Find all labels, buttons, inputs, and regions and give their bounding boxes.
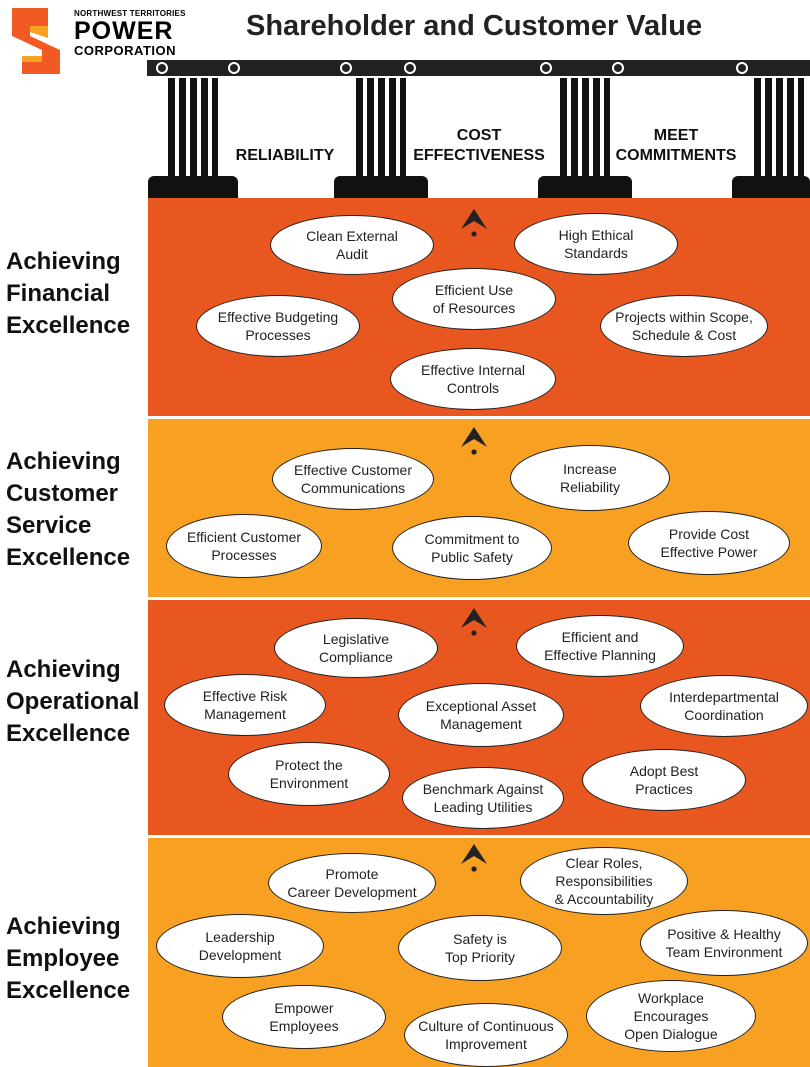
goal-projects-within-scope: Projects within Scope, Schedule & Cost: [600, 295, 768, 357]
page-title: Shareholder and Customer Value: [246, 10, 703, 42]
goal-culture-continuous-improvement: Culture of Continuous Improvement: [404, 1003, 568, 1067]
pillar-label-reliability: RELIABILITY: [235, 147, 335, 164]
goal-efficient-customer-processes: Efficient Customer Processes: [166, 514, 322, 578]
scroll-ornament: [340, 62, 352, 74]
row-label-customer-service: Achieving Customer Service Excellence: [6, 448, 131, 571]
scroll-ornament: [156, 62, 168, 74]
row-label-employee: Achieving Employee Excellence: [6, 913, 131, 1004]
goal-safety-top-priority: Safety is Top Priority: [398, 915, 562, 981]
goal-effective-risk-management: Effective Risk Management: [164, 674, 326, 736]
goal-effective-customer-communications: Effective Customer Communications: [272, 448, 434, 510]
pillar-column: [168, 78, 218, 178]
scroll-ornament: [612, 62, 624, 74]
pillar-column: [754, 78, 804, 178]
goal-protect-environment: Protect the Environment: [228, 742, 390, 806]
goal-effective-internal-controls: Effective Internal Controls: [390, 348, 556, 410]
goal-benchmark-leading-utilities: Benchmark Against Leading Utilities: [402, 767, 564, 829]
logo-mark-icon: [12, 8, 60, 74]
pillar-label-meet-commitments: MEET COMMITMENTS: [615, 127, 737, 164]
up-arrow-icon: [461, 209, 487, 237]
logo-line-3: CORPORATION: [74, 43, 177, 58]
goal-clean-external-audit: Clean External Audit: [270, 215, 434, 275]
goal-adopt-best-practices: Adopt Best Practices: [582, 749, 746, 811]
goal-provide-cost-effective-power: Provide Cost Effective Power: [628, 511, 790, 575]
scroll-ornament: [404, 62, 416, 74]
pillar-column: [356, 78, 406, 178]
goal-empower-employees: Empower Employees: [222, 985, 386, 1049]
goal-high-ethical-standards: High Ethical Standards: [514, 213, 678, 275]
goal-efficient-use-of-resources: Efficient Use of Resources: [392, 268, 556, 330]
pillar-base: [334, 176, 428, 198]
scroll-ornament: [540, 62, 552, 74]
goal-clear-roles: Clear Roles, Responsibilities & Accounta…: [520, 847, 688, 915]
pillar-label-cost-effectiveness: COST EFFECTIVENESS: [413, 127, 545, 164]
up-arrow-icon: [461, 844, 487, 872]
goal-leadership-development: Leadership Development: [156, 914, 324, 978]
logo-line-1: NORTHWEST TERRITORIES: [74, 9, 186, 18]
goal-workplace-open-dialogue: Workplace Encourages Open Dialogue: [586, 980, 756, 1052]
goal-efficient-effective-planning: Efficient and Effective Planning: [516, 615, 684, 677]
goal-legislative-compliance: Legislative Compliance: [274, 618, 438, 678]
goal-exceptional-asset-management: Exceptional Asset Management: [398, 683, 564, 747]
scroll-ornament: [736, 62, 748, 74]
goal-increase-reliability: Increase Reliability: [510, 445, 670, 511]
company-logo: NORTHWEST TERRITORIES POWER CORPORATION: [8, 6, 208, 76]
roof-beam: [147, 60, 810, 76]
pillar-base: [732, 176, 810, 198]
pillar-column: [560, 78, 610, 178]
goal-interdepartmental-coordination: Interdepartmental Coordination: [640, 675, 808, 737]
scroll-ornament: [228, 62, 240, 74]
logo-line-2: POWER: [74, 17, 174, 45]
row-label-operational: Achieving Operational Excellence: [6, 656, 140, 747]
goal-positive-healthy-team: Positive & Healthy Team Environment: [640, 910, 808, 976]
up-arrow-icon: [461, 427, 487, 455]
goal-promote-career-development: Promote Career Development: [268, 853, 436, 913]
goal-commitment-public-safety: Commitment to Public Safety: [392, 516, 552, 580]
pillar-base: [148, 176, 238, 198]
pillar-base: [538, 176, 632, 198]
goal-effective-budgeting: Effective Budgeting Processes: [196, 295, 360, 357]
row-label-financial: Achieving Financial Excellence: [6, 248, 131, 339]
up-arrow-icon: [461, 608, 487, 636]
